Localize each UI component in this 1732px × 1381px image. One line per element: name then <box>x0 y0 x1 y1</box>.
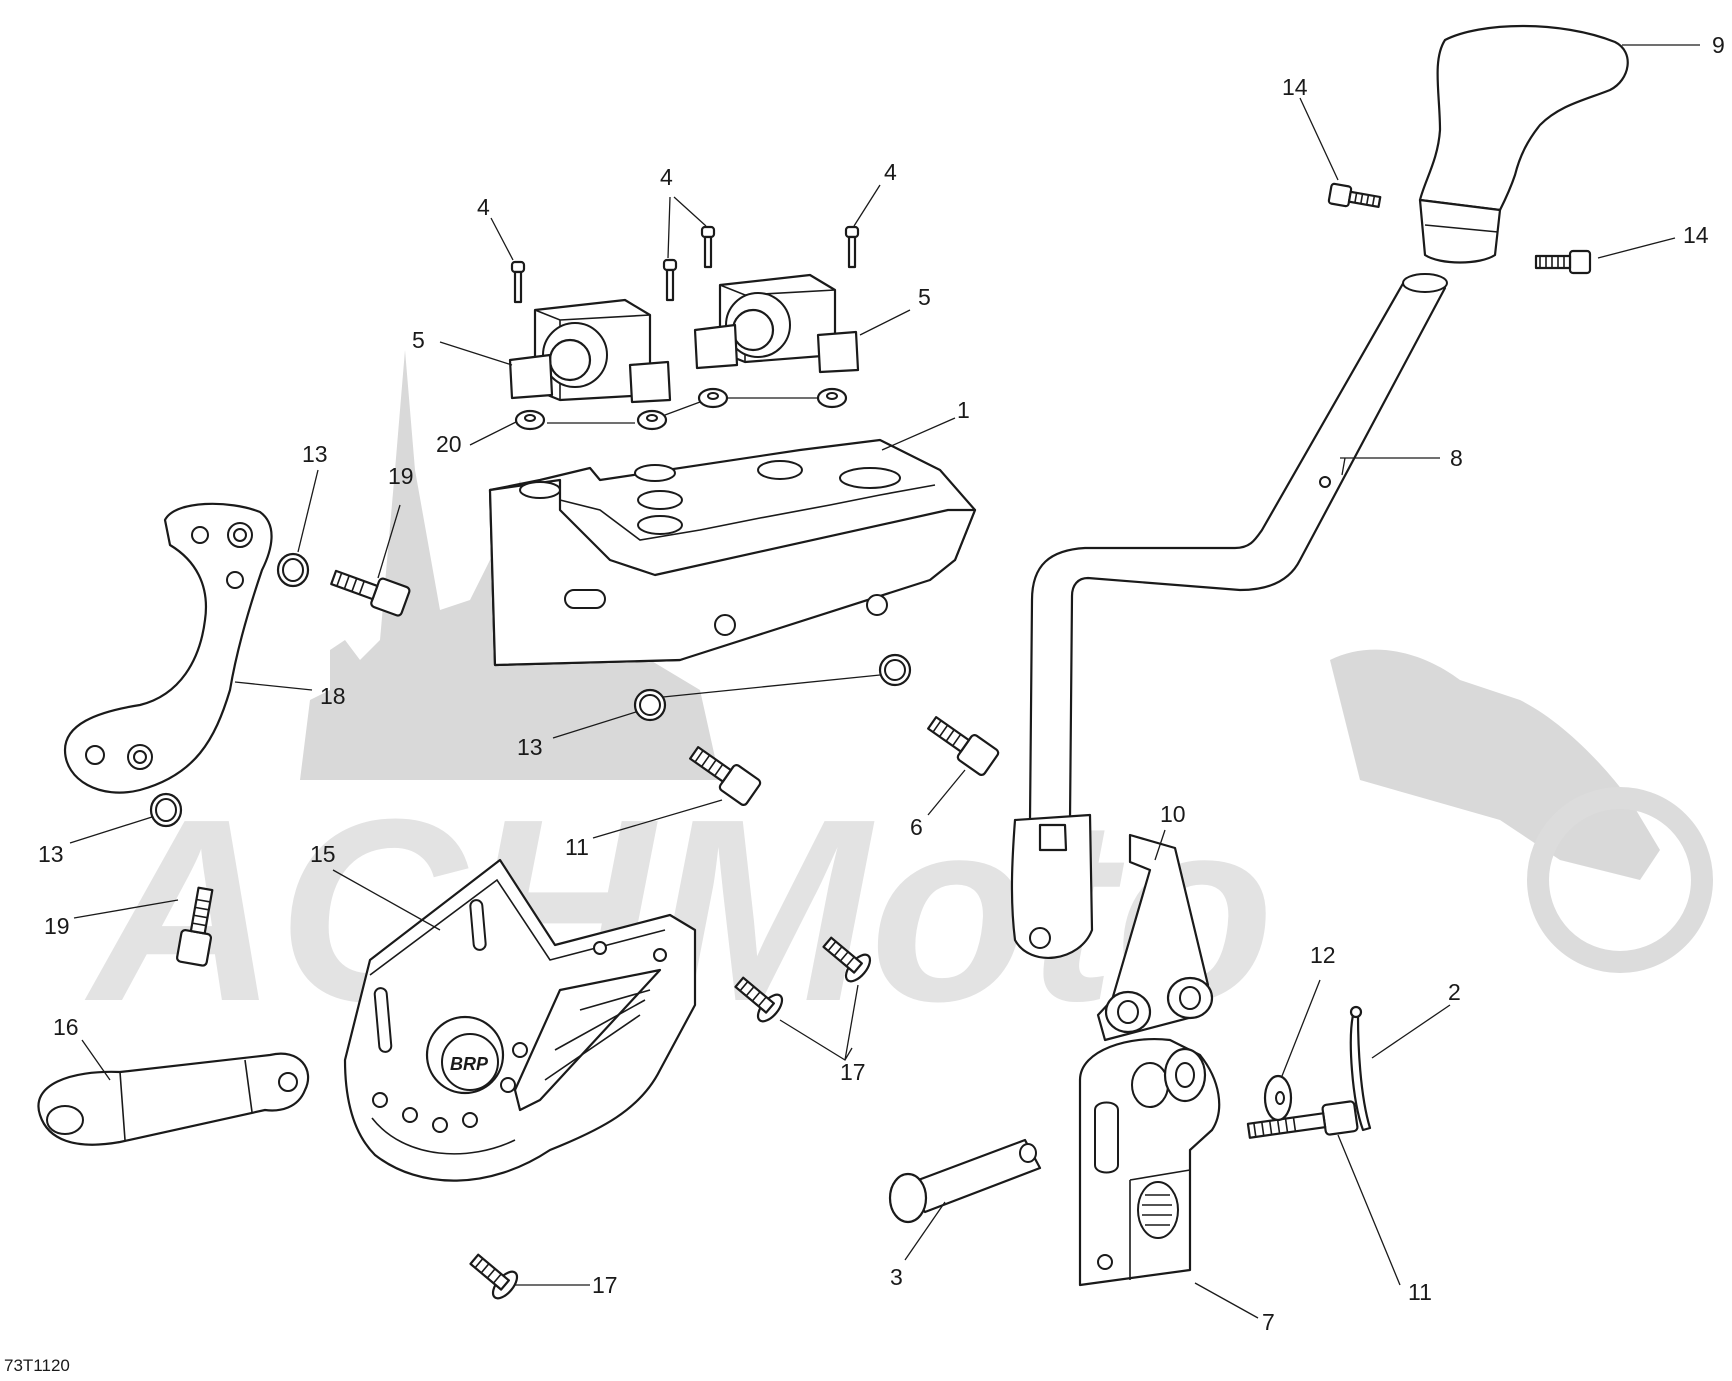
leader-lines <box>69 44 1700 1319</box>
watermark-motorcycle <box>1330 649 1660 880</box>
callout-2: 2 <box>1448 979 1461 1005</box>
part-10-spring <box>1096 833 1214 1042</box>
part-13-washers <box>149 552 912 828</box>
callout-20: 20 <box>436 431 462 457</box>
callout-13: 13 <box>302 441 328 467</box>
callout-13: 13 <box>517 734 543 760</box>
callout-11: 11 <box>1408 1279 1432 1305</box>
callout-14: 14 <box>1282 74 1308 100</box>
callout-9: 9 <box>1712 32 1725 58</box>
callout-18: 18 <box>320 683 346 709</box>
part-6-bolt <box>927 716 1000 776</box>
callout-4: 4 <box>477 194 490 220</box>
part-16-link-arm <box>37 1052 310 1146</box>
part-2-cotter-pin <box>1349 1005 1372 1132</box>
callout-15: 15 <box>310 841 336 867</box>
part-8-shift-lever <box>1010 273 1448 959</box>
part-5-clamp-blocks <box>508 273 860 404</box>
callout-14: 14 <box>1683 222 1709 248</box>
part-9-shift-knob <box>1418 24 1629 264</box>
part-4-screws <box>510 225 860 304</box>
callout-labels: 9 14 14 4 4 4 5 5 20 1 8 13 19 18 13 13 … <box>38 32 1725 1335</box>
callout-7: 7 <box>1262 1309 1275 1335</box>
callout-5: 5 <box>918 284 931 310</box>
part-3-pin <box>888 1138 1042 1224</box>
callout-5: 5 <box>412 327 425 353</box>
part-1-main-bracket <box>488 438 977 667</box>
callout-1: 1 <box>957 397 970 423</box>
part-7-shift-arm <box>1078 1038 1221 1287</box>
callout-6: 6 <box>910 814 923 840</box>
diagram-reference-code: 73T1120 <box>4 1356 70 1375</box>
callout-16: 16 <box>53 1014 79 1040</box>
part-20-nuts <box>514 387 848 431</box>
callout-4: 4 <box>660 164 673 190</box>
callout-19: 19 <box>44 913 70 939</box>
part-14-screws <box>1327 182 1592 275</box>
callout-3: 3 <box>890 1264 903 1290</box>
callout-13: 13 <box>38 841 64 867</box>
callout-10: 10 <box>1160 801 1186 827</box>
part-17-screws <box>469 936 872 1300</box>
callout-8: 8 <box>1450 445 1463 471</box>
part-19-bolts <box>175 569 411 967</box>
callout-4: 4 <box>884 159 897 185</box>
watermark-wheel <box>1527 787 1713 973</box>
part-12-washer <box>1263 1074 1293 1122</box>
part-11-bolts <box>689 746 1359 1139</box>
part-18-arm-plate <box>63 502 273 794</box>
callout-12: 12 <box>1310 942 1336 968</box>
callout-19: 19 <box>388 463 414 489</box>
part-15-cover-plate: BRP <box>343 858 697 1182</box>
svg-text:BRP: BRP <box>450 1054 489 1074</box>
callout-11: 11 <box>565 834 589 860</box>
callout-17: 17 <box>592 1272 618 1298</box>
callout-17: 17 <box>840 1059 866 1085</box>
